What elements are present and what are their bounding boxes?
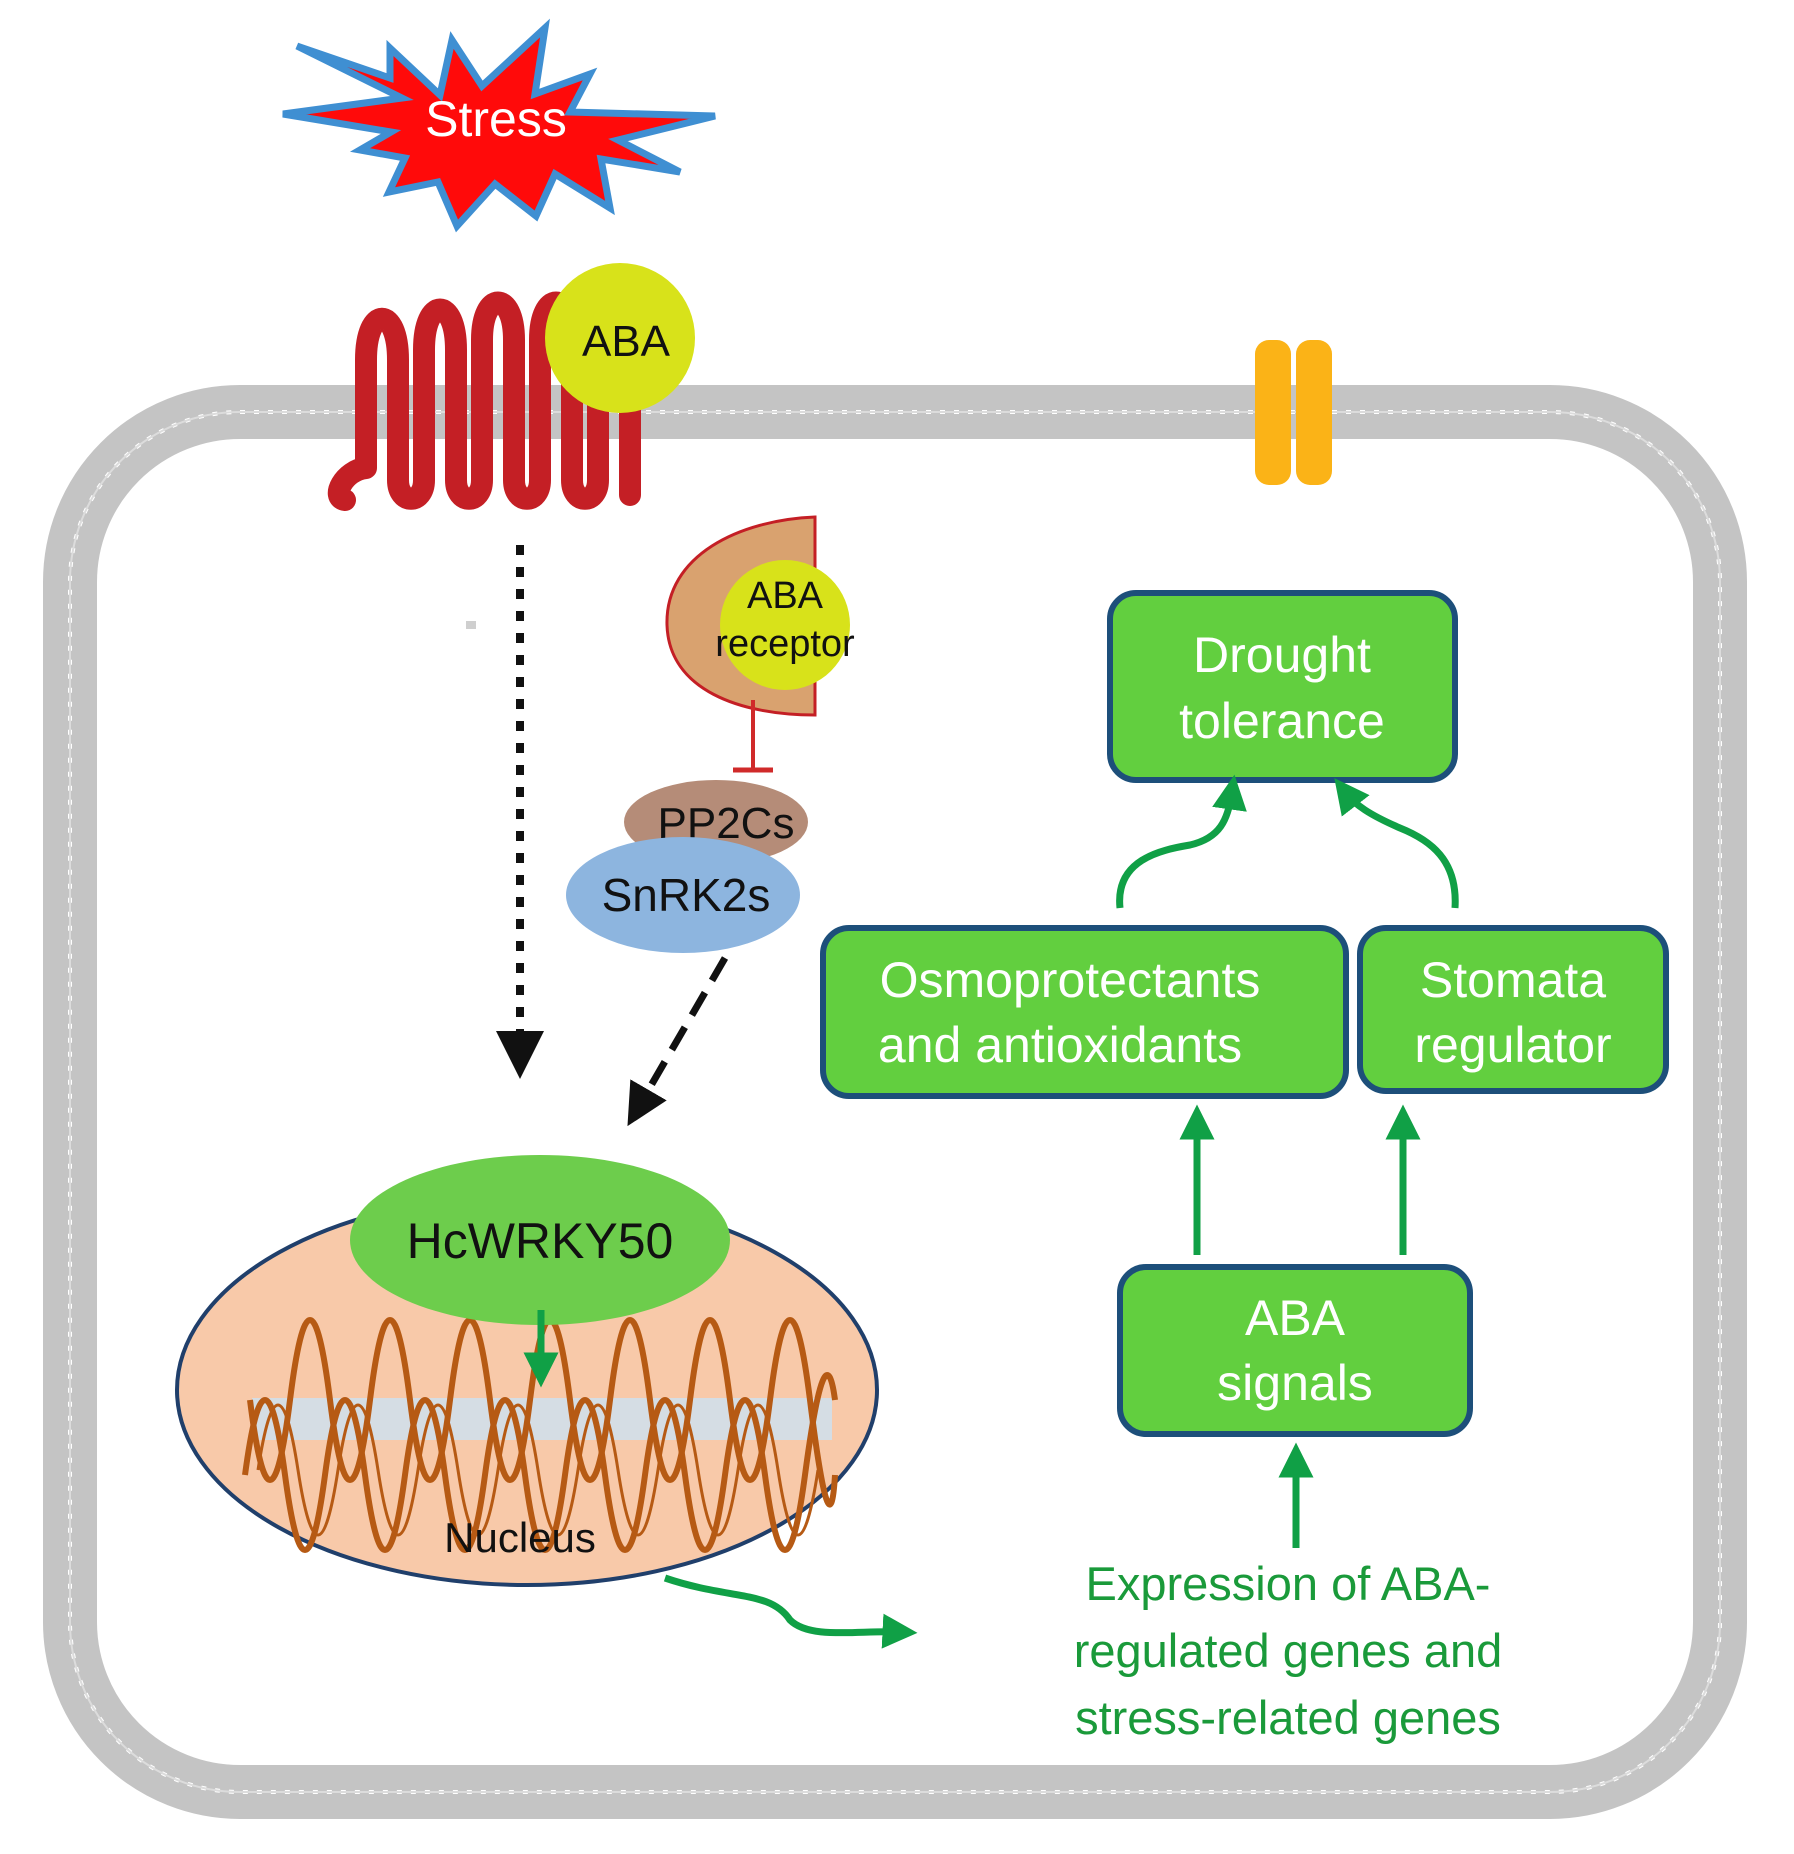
snrk2s-label: SnRK2s <box>602 869 771 921</box>
stomata-regulator-box: Stomata regulator <box>1357 925 1669 1094</box>
inhibition-line <box>733 700 773 773</box>
snrk2s: SnRK2s <box>566 837 800 953</box>
expression-label-line3: stress-related genes <box>1075 1691 1501 1744</box>
aba-receptor: ABA receptor <box>665 515 855 717</box>
osmoprotectants-label-line1: Osmoprotectants <box>880 952 1261 1008</box>
aba-signals-label-line2: signals <box>1217 1355 1373 1411</box>
ion-channel <box>1255 340 1332 485</box>
nucleus-label: Nucleus <box>444 1514 596 1561</box>
cell-membrane <box>43 385 1747 1819</box>
membrane-receptor <box>327 291 641 511</box>
osmoprotectants-label-line2: and antioxidants <box>878 1017 1242 1073</box>
stomata-regulator-label-line1: Stomata <box>1420 952 1606 1008</box>
drought-tolerance-box: Drought tolerance <box>1107 590 1458 783</box>
osmo-to-drought-arrow <box>1116 774 1247 909</box>
aba-receptor-label-line2: receptor <box>715 623 855 665</box>
expression-label-line2: regulated genes and <box>1074 1624 1503 1677</box>
aba-receptor-label-line1: ABA <box>747 575 824 617</box>
aba-signals-label-line1: ABA <box>1245 1290 1346 1346</box>
drought-tolerance-label-line2: tolerance <box>1179 693 1385 749</box>
expression-label-line1: Expression of ABA- <box>1086 1557 1491 1610</box>
aba-ligand: ABA <box>545 263 695 413</box>
dna-helix <box>242 1317 838 1553</box>
stomata-to-drought-arrow <box>1334 778 1459 909</box>
stray-dot <box>466 621 476 629</box>
aba-ligand-label: ABA <box>582 317 671 366</box>
expression-text: Expression of ABA- regulated genes and s… <box>1074 1557 1503 1744</box>
aba-signals-box: ABA signals <box>1117 1264 1473 1437</box>
hcwrky50-label: HcWRKY50 <box>407 1213 674 1269</box>
osmoprotectants-box: Osmoprotectants and antioxidants <box>820 925 1349 1099</box>
hcwrky50: HcWRKY50 <box>350 1155 730 1325</box>
drought-tolerance-label-line1: Drought <box>1193 627 1371 683</box>
stress-label: Stress <box>425 91 567 147</box>
nucleus-to-expression-arrow <box>663 1574 918 1649</box>
nucleus: Nucleus <box>175 1193 879 1587</box>
snrk2s-signal-arrow <box>627 956 729 1127</box>
stomata-regulator-label-line2: regulator <box>1414 1017 1611 1073</box>
stress-burst: Stress <box>282 18 716 233</box>
